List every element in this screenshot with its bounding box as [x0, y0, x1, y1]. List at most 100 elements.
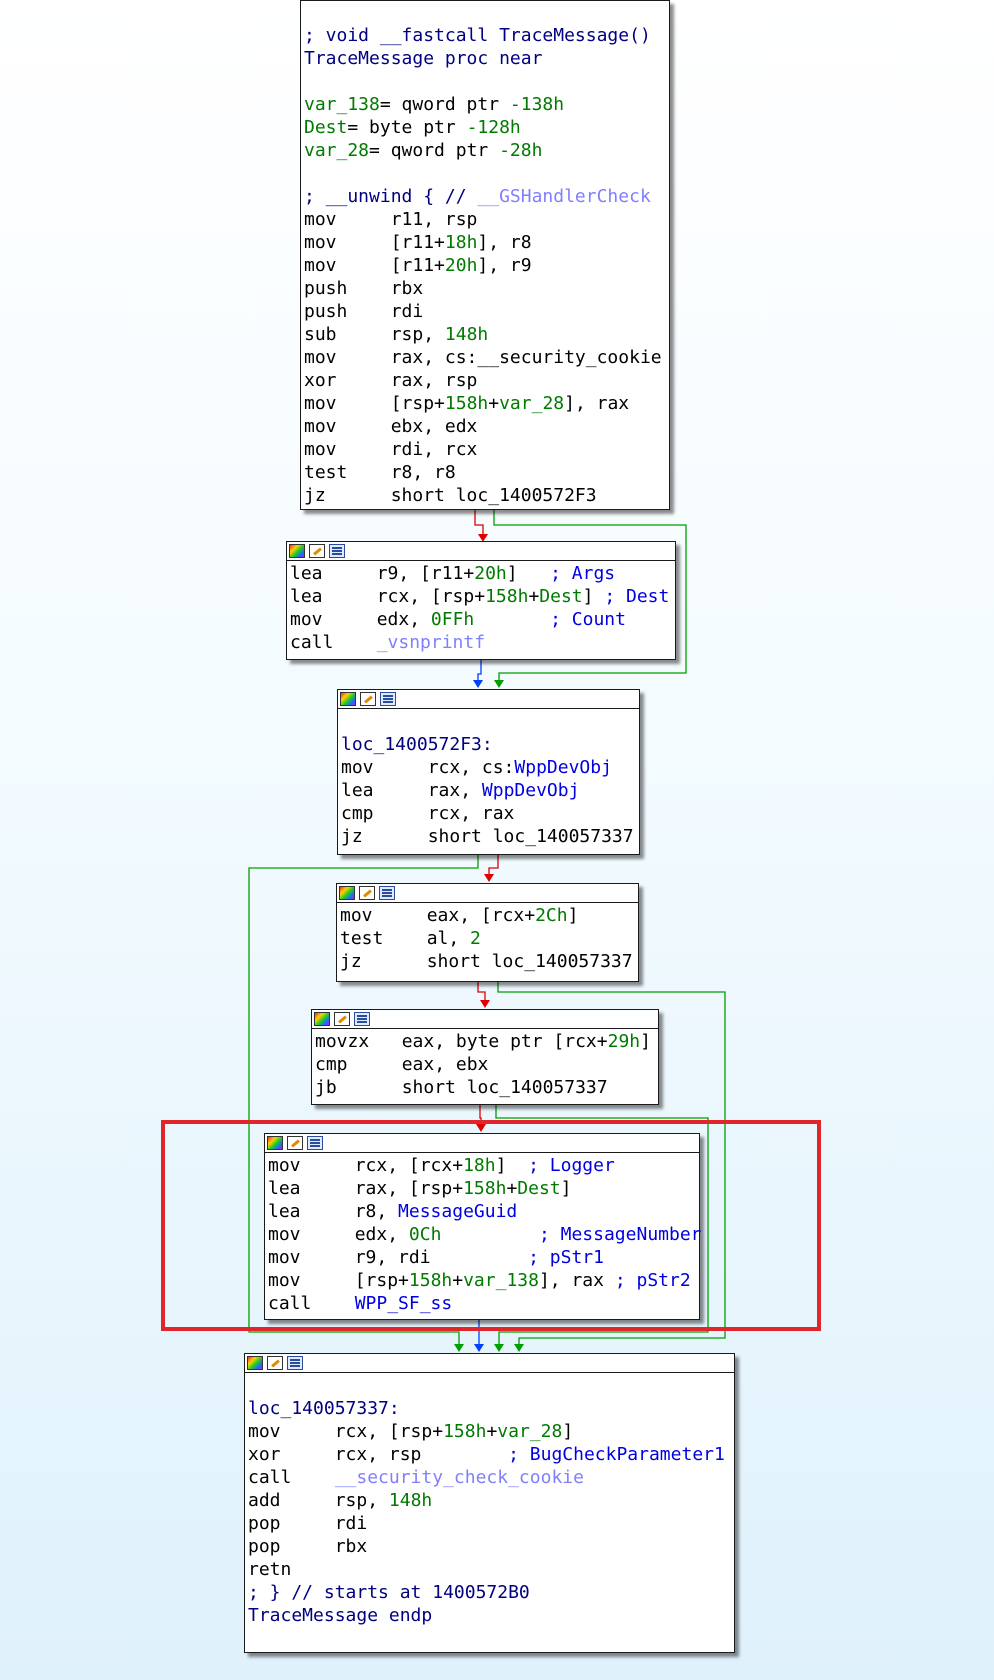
color-icon[interactable]	[340, 692, 356, 706]
code-line[interactable]: cmp rcx, rax	[341, 802, 636, 825]
color-icon[interactable]	[339, 886, 355, 900]
code-line[interactable]	[341, 710, 636, 733]
rename-icon[interactable]	[309, 544, 325, 558]
code-line[interactable]: call WPP_SF_ss	[268, 1292, 696, 1315]
code-line[interactable]: cmp eax, ebx	[315, 1053, 655, 1076]
code-token: ; BugCheckParameter1	[508, 1444, 725, 1465]
code-line[interactable]: test r8, r8	[304, 461, 666, 484]
code-line[interactable]: mov [r11+20h], r9	[304, 254, 666, 277]
rename-icon[interactable]	[359, 886, 375, 900]
group-nodes-icon[interactable]	[379, 886, 395, 900]
code-line[interactable]: jb short loc_140057337	[315, 1076, 655, 1099]
group-nodes-icon[interactable]	[307, 1136, 323, 1150]
code-token: 20h	[474, 563, 507, 584]
code-token: 158h	[485, 586, 529, 607]
code-line[interactable]: mov eax, [rcx+2Ch]	[340, 904, 635, 927]
code-token: xor rcx, rsp	[248, 1444, 509, 1465]
color-icon[interactable]	[267, 1136, 283, 1150]
code-line[interactable]: mov r11, rsp	[304, 208, 666, 231]
group-nodes-icon[interactable]	[287, 1356, 303, 1370]
color-icon[interactable]	[314, 1012, 330, 1026]
color-icon[interactable]	[247, 1356, 263, 1370]
code-line[interactable]: mov edx, 0FFh ; Count	[290, 608, 672, 631]
code-token: ; } // starts at 1400572B0	[248, 1582, 530, 1603]
code-line[interactable]: lea r8, MessageGuid	[268, 1200, 696, 1223]
rename-icon[interactable]	[360, 692, 376, 706]
code-line[interactable]: mov rcx, [rcx+18h] ; Logger	[268, 1154, 696, 1177]
code-line[interactable]: jz short loc_140057337	[340, 950, 635, 973]
rename-icon[interactable]	[334, 1012, 350, 1026]
group-nodes-icon[interactable]	[380, 692, 396, 706]
code-token: mov [rsp+	[268, 1270, 409, 1291]
code-line[interactable]: lea r9, [r11+20h] ; Args	[290, 562, 672, 585]
code-line[interactable]: mov rcx, [rsp+158h+var_28]	[248, 1420, 731, 1443]
code-line[interactable]: mov rdi, rcx	[304, 438, 666, 461]
code-line[interactable]: loc_140057337:	[248, 1397, 731, 1420]
code-line[interactable]: ; __unwind { // __GSHandlerCheck	[304, 185, 666, 208]
code-token: +	[528, 586, 540, 607]
code-line[interactable]: movzx eax, byte ptr [rcx+29h]	[315, 1030, 655, 1053]
code-token: var_138	[304, 94, 380, 115]
code-line[interactable]	[248, 1374, 731, 1397]
code-token	[474, 609, 550, 630]
code-line[interactable]: TraceMessage proc near	[304, 47, 666, 70]
code-line[interactable]: lea rcx, [rsp+158h+Dest] ; Dest	[290, 585, 672, 608]
code-line[interactable]: jz short loc_1400572F3	[304, 484, 666, 507]
code-token: WppDevObj	[514, 757, 612, 778]
code-token: ]	[640, 1031, 651, 1052]
group-nodes-icon[interactable]	[329, 544, 345, 558]
code-line[interactable]: mov r9, rdi ; pStr1	[268, 1246, 696, 1269]
code-line[interactable]	[304, 70, 666, 93]
code-line[interactable]: call __security_check_cookie	[248, 1466, 731, 1489]
code-line[interactable]: retn	[248, 1558, 731, 1581]
code-line[interactable]: xor rcx, rsp ; BugCheckParameter1	[248, 1443, 731, 1466]
code-token: ; void __fastcall TraceMessage()	[304, 25, 651, 46]
node-header	[338, 690, 639, 709]
code-block-loc-140057337[interactable]: loc_140057337:mov rcx, [rsp+158h+var_28]…	[244, 1353, 735, 1653]
code-line[interactable]: jz short loc_140057337	[341, 825, 636, 848]
code-line[interactable]: ; void __fastcall TraceMessage()	[304, 24, 666, 47]
code-line[interactable]: TraceMessage endp	[248, 1604, 731, 1627]
code-token: _vsnprintf	[376, 632, 486, 653]
code-line[interactable]: var_28= qword ptr -28h	[304, 139, 666, 162]
code-block-entry[interactable]: ; void __fastcall TraceMessage()TraceMes…	[300, 0, 670, 510]
code-line[interactable]: mov [r11+18h], r8	[304, 231, 666, 254]
code-line[interactable]: mov [rsp+158h+var_28], rax	[304, 392, 666, 415]
code-token: lea rax, [rsp+	[268, 1178, 464, 1199]
code-token: Dest	[517, 1178, 561, 1199]
code-line[interactable]: Dest= byte ptr -128h	[304, 116, 666, 139]
code-line[interactable]: push rbx	[304, 277, 666, 300]
code-line[interactable]: push rdi	[304, 300, 666, 323]
rename-icon[interactable]	[287, 1136, 303, 1150]
code-line[interactable]: call _vsnprintf	[290, 631, 672, 654]
code-line[interactable]: mov rcx, cs:WppDevObj	[341, 756, 636, 779]
code-line[interactable]: lea rax, [rsp+158h+Dest]	[268, 1177, 696, 1200]
code-block-check-level[interactable]: movzx eax, byte ptr [rcx+29h]cmp eax, eb…	[311, 1009, 659, 1105]
code-line[interactable]: xor rax, rsp	[304, 369, 666, 392]
code-line[interactable]	[304, 162, 666, 185]
code-line[interactable]: mov edx, 0Ch ; MessageNumber	[268, 1223, 702, 1246]
code-line[interactable]: sub rsp, 148h	[304, 323, 666, 346]
code-line[interactable]: add rsp, 148h	[248, 1489, 731, 1512]
edge-check-level-to-loc-140057337	[495, 1105, 709, 1350]
code-line[interactable]: ; } // starts at 1400572B0	[248, 1581, 731, 1604]
code-line[interactable]: mov ebx, edx	[304, 415, 666, 438]
code-line[interactable]: mov rax, cs:__security_cookie	[304, 346, 666, 369]
code-token: Dest	[304, 117, 348, 138]
code-line[interactable]: mov [rsp+158h+var_138], rax ; pStr2	[268, 1269, 696, 1292]
code-line[interactable]: lea rax, WppDevObj	[341, 779, 636, 802]
color-icon[interactable]	[289, 544, 305, 558]
code-token: add rsp,	[248, 1490, 389, 1511]
code-line[interactable]: var_138= qword ptr -138h	[304, 93, 666, 116]
code-line[interactable]: pop rdi	[248, 1512, 731, 1535]
rename-icon[interactable]	[267, 1356, 283, 1370]
code-line[interactable]: pop rbx	[248, 1535, 731, 1558]
code-line[interactable]: loc_1400572F3:	[341, 733, 636, 756]
code-line[interactable]: test al, 2	[340, 927, 635, 950]
group-nodes-icon[interactable]	[354, 1012, 370, 1026]
